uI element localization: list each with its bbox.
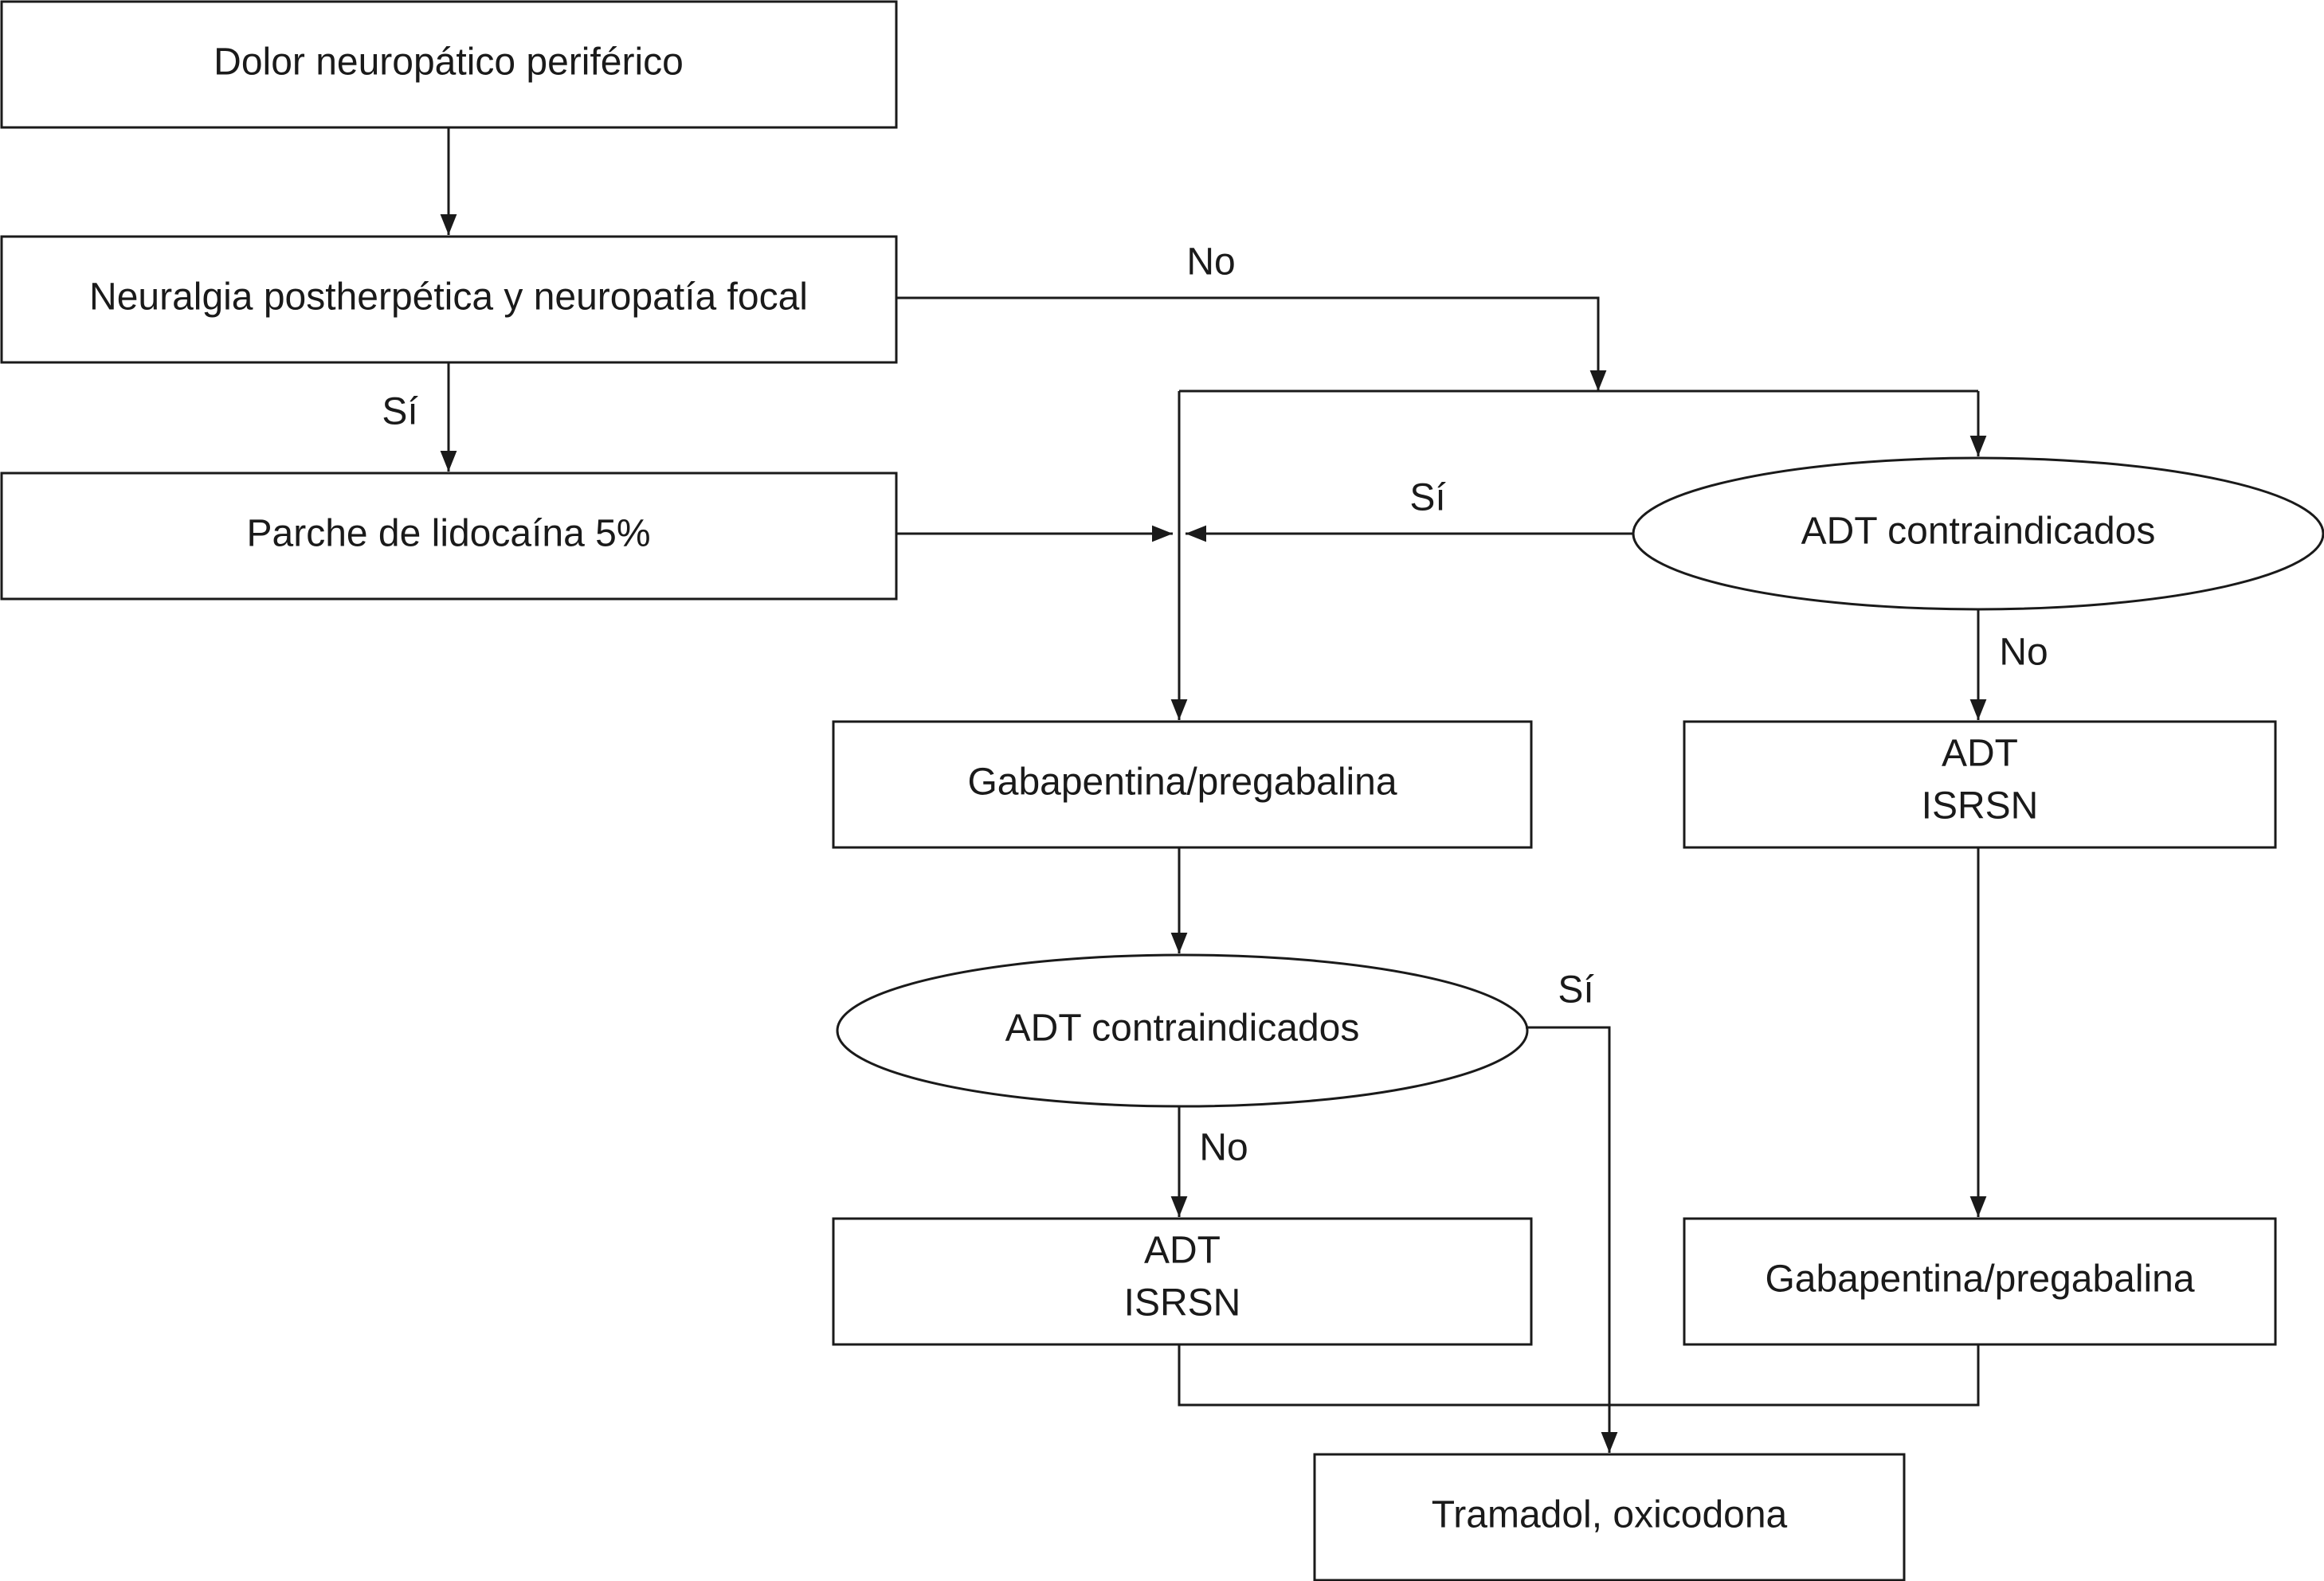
node-adt-isrsn-left-line1: ADT (1144, 1230, 1221, 1272)
node-start: Dolor neuropático periférico (0, 0, 898, 129)
edge-bottom-merge (1178, 1344, 1980, 1407)
edge-label-focal-no: No (1186, 241, 1235, 284)
node-focal-question-label: Neuralgia postherpética y neuropatía foc… (89, 276, 808, 319)
edge-adt-left-yes (1526, 1026, 1618, 1453)
node-adt-contraindicated-right-label: ADT contraindicados (1801, 511, 2156, 553)
node-focal-question: Neuralgia postherpética y neuropatía foc… (0, 235, 898, 364)
node-gabapentin-left-label: Gabapentina/pregabalina (967, 761, 1397, 804)
node-start-label: Dolor neuropático periférico (214, 41, 684, 84)
node-adt-isrsn-left: ADT ISRSN (832, 1217, 1533, 1346)
node-lidocaine-label: Parche de lidocaína 5% (247, 513, 651, 555)
edge-label-adt-right-no: No (1999, 632, 2048, 674)
edge-label-adt-left-no: No (1199, 1127, 1248, 1169)
edge-label-focal-si: Sí (382, 391, 418, 433)
edge-label-adt-left-si: Sí (1558, 969, 1594, 1012)
node-tramadol: Tramadol, oxicodona (1313, 1453, 1906, 1581)
node-adt-contraindicated-left-label: ADT contraindicados (1005, 1008, 1360, 1050)
node-gabapentin-left: Gabapentina/pregabalina (832, 720, 1533, 849)
node-adt-isrsn-right-line2: ISRSN (1922, 785, 2039, 828)
node-adt-contraindicated-left: ADT contraindicados (836, 953, 1529, 1108)
node-lidocaine: Parche de lidocaína 5% (0, 472, 898, 601)
edge-label-adt-right-si: Sí (1409, 477, 1446, 519)
edge-focal-no (896, 296, 1607, 391)
node-adt-isrsn-left-line2: ISRSN (1124, 1282, 1241, 1325)
node-tramadol-label: Tramadol, oxicodona (1432, 1494, 1788, 1536)
node-adt-contraindicated-right: ADT contraindicados (1632, 456, 2324, 611)
node-gabapentin-right: Gabapentina/pregabalina (1683, 1217, 2277, 1346)
node-gabapentin-right-label: Gabapentina/pregabalina (1765, 1258, 2194, 1301)
node-adt-isrsn-right: ADT ISRSN (1683, 720, 2277, 849)
node-adt-isrsn-right-line1: ADT (1942, 733, 2018, 775)
